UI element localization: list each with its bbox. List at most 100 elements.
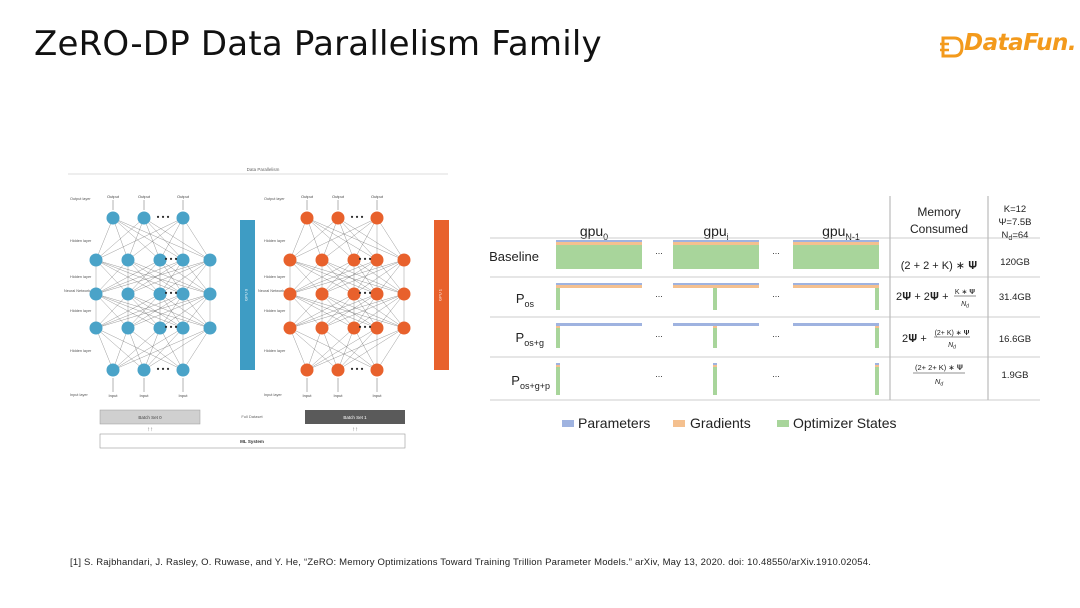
layer-label: Input layer: [264, 393, 282, 397]
formula-pos-den: Nd: [961, 301, 969, 310]
memory-header-line1: Memory: [917, 205, 960, 219]
layer-label: Hidden layer: [264, 239, 286, 243]
batch-set-1-label: Batch Set 1: [343, 415, 367, 420]
net-edge: [95, 293, 129, 329]
batch-set-1-box: [305, 410, 405, 424]
formula-pos-left: 2𝚿 + 2𝚿 +: [896, 291, 949, 303]
bar-parameters: [556, 283, 642, 285]
gpu-ellipsis: ...: [655, 246, 663, 256]
bar-optimizer: [556, 288, 560, 310]
formula-posgp-den: Nd: [935, 377, 943, 388]
bar-gradients: [673, 242, 759, 245]
net-node: [347, 321, 361, 335]
neural-network-label: Neural Network: [258, 289, 284, 293]
net-edge: [337, 217, 355, 261]
net-node: [283, 321, 297, 335]
net-edge: [289, 259, 355, 295]
net-node: [89, 253, 103, 267]
formula-posg-left: 2𝚿 +: [902, 333, 927, 345]
net-edge: [127, 293, 161, 329]
net-node: [331, 211, 345, 225]
bar-optimizer: [713, 328, 717, 348]
datafun-logo: DataFun.: [940, 30, 1077, 64]
layer-label: Input layer: [70, 393, 88, 397]
net-node: [176, 321, 190, 335]
layer-label: Hidden layer: [264, 349, 286, 353]
table-rows: ........................: [490, 237, 1040, 401]
formula-pos-num: K ∗ 𝚿: [955, 288, 975, 296]
legend-swatch-optimizer-states: [777, 420, 789, 427]
net-edge: [321, 293, 355, 329]
net-edge: [95, 293, 211, 329]
net-edge: [289, 327, 308, 371]
gpu-ellipsis: ...: [772, 246, 780, 256]
net-edge: [306, 327, 405, 371]
bar-optimizer: [793, 245, 879, 269]
net-edge: [127, 217, 145, 261]
net-edge: [321, 293, 378, 329]
net-node: [176, 287, 190, 301]
net-node: [370, 211, 384, 225]
memory-header-line2: Consumed: [910, 222, 968, 236]
net-edge: [337, 217, 405, 261]
net-edge: [289, 327, 378, 371]
page-title: ZeRO-DP Data Parallelism Family: [34, 24, 602, 64]
formula-baseline: (2 + 2 + K) ∗ 𝚿: [901, 260, 977, 272]
net-node: [283, 253, 297, 267]
bar-optimizer: [556, 328, 560, 348]
net-node: [89, 287, 103, 301]
net-edge: [159, 259, 211, 295]
net-node: [370, 287, 384, 301]
gpu1-bar: [434, 220, 449, 370]
net-edge: [95, 327, 184, 371]
net-node: [300, 211, 314, 225]
ml-system-label: ML System: [240, 439, 264, 444]
figure-top-title: Data Parallelism: [247, 167, 280, 172]
net-edge: [289, 293, 323, 329]
bar-parameters: [793, 283, 879, 285]
gpu-ellipsis: ...: [655, 329, 663, 339]
bar-parameters: [556, 323, 642, 326]
net-edge: [306, 217, 355, 261]
bar-gradients: [713, 326, 717, 328]
layer-label: Hidden layer: [70, 275, 92, 279]
layer-label: Output layer: [264, 197, 285, 201]
output-label: Output: [107, 194, 120, 199]
net-node: [137, 363, 151, 377]
net-edge: [127, 259, 211, 295]
net-node: [153, 253, 167, 267]
net-edge: [353, 293, 405, 329]
net-ellipsis: • • •: [165, 323, 178, 332]
net-edge: [95, 259, 161, 295]
input-label: Input: [334, 393, 344, 398]
net-edge: [306, 327, 355, 371]
net-edge: [95, 217, 145, 261]
net-edge: [112, 217, 161, 261]
net-edge: [289, 259, 323, 295]
bar-parameters: [556, 363, 560, 365]
net-node: [121, 321, 135, 335]
bar-gradients: [556, 365, 560, 367]
bar-optimizer: [713, 288, 717, 310]
bar-parameters: [673, 323, 759, 326]
gpu-header-i: gpui: [703, 223, 728, 242]
input-label: Input: [109, 393, 119, 398]
bar-optimizer: [556, 367, 560, 395]
memory-baseline: 120GB: [1000, 257, 1030, 268]
net-edge: [182, 217, 211, 261]
net-node: [397, 321, 411, 335]
net-node: [370, 253, 384, 267]
net-edge: [306, 327, 378, 371]
net-edge: [159, 327, 184, 371]
net-edge: [321, 259, 405, 295]
net-ellipsis: • • •: [165, 255, 178, 264]
legend-label-optimizer-states: Optimizer States: [793, 415, 896, 431]
net-node: [121, 253, 135, 267]
formula-posg-den: Nd: [948, 342, 956, 351]
net-edge: [112, 327, 211, 371]
datafun-logo-mark-icon: [940, 36, 964, 58]
memory-posg: 16.6GB: [999, 334, 1031, 345]
gpu0-label: GPU 0: [244, 288, 249, 301]
gpu-ellipsis: ...: [772, 329, 780, 339]
net-node: [283, 287, 297, 301]
